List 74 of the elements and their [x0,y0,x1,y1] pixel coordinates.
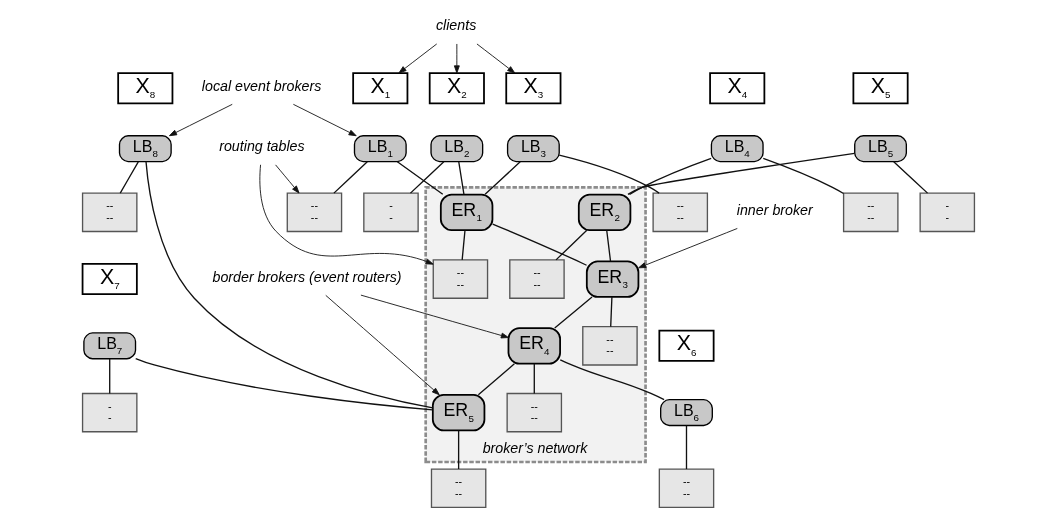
connector [409,161,444,194]
node-box: X$_{2}$ [428,72,485,105]
node-box: X$_{4}$ [708,72,765,105]
connector [396,161,443,195]
node-box: LB$_{2}$ [429,135,483,163]
node-box: -- -- [432,259,488,299]
connector [108,358,110,395]
node-box: X$_{1}$ [351,72,408,105]
node-box: -- -- [651,192,708,233]
node-box: X$_{3}$ [504,72,561,105]
connector [461,229,466,261]
node-text: clients [435,17,476,34]
connector [626,152,855,196]
node-box: ER$_{3}$ [585,260,639,298]
node-box: LB$_{5}$ [853,135,907,163]
arrow [168,103,233,137]
node-box: -- -- [508,259,565,299]
connector [483,161,521,195]
arrow [324,294,440,396]
arrow [453,43,460,74]
node-text: routing tables [218,138,305,155]
node-text: inner broker [736,201,813,218]
node-box: -- -- [658,468,714,509]
node-box: LB$_{3}$ [506,135,560,163]
node-box: - - [81,392,138,433]
arrow [476,43,515,74]
connector [685,425,687,470]
connector [762,157,844,195]
arrow [398,43,437,74]
node-box: ER$_{2}$ [577,193,631,231]
connector [554,229,587,261]
arrow [258,164,434,265]
connector [628,157,712,196]
node-box: X$_{8}$ [116,72,173,105]
connector [533,363,535,395]
node-box: X$_{5}$ [852,72,909,105]
node-box: X$_{6}$ [657,329,715,362]
connector [134,357,433,411]
connector [892,161,928,194]
node-box: -- -- [81,192,138,233]
node-box: - - [362,192,419,233]
node-box: LB$_{4}$ [710,135,764,163]
node-box: ER$_{1}$ [439,193,493,231]
connector [457,429,459,470]
node-box: -- -- [286,192,342,233]
node-box: LB$_{7}$ [82,332,136,360]
node-box: X$_{7}$ [81,263,138,296]
node-box: LB$_{8}$ [118,135,172,163]
node-box: ER$_{4}$ [507,327,561,365]
node-box: -- -- [505,392,562,433]
node-box: - - [918,192,975,233]
node-box: -- -- [842,192,899,233]
node-box: ER$_{5}$ [431,393,485,432]
node-box: -- -- [430,468,486,509]
node-text: border brokers (event routers) [212,268,402,285]
arrow [292,103,357,137]
arrow [359,294,509,339]
connector [491,223,587,266]
connector [605,229,611,262]
connector [609,296,613,328]
connector [477,363,515,396]
node-box: LB$_{1}$ [353,135,407,163]
arrow [274,164,299,194]
connector [553,296,593,329]
connector [144,160,433,409]
connector [332,161,368,194]
arrow [637,228,738,269]
node-text: local event brokers [201,77,321,94]
connector [119,161,139,194]
node-box: -- -- [581,326,638,366]
node-box: LB$_{6}$ [659,399,713,427]
connector [559,359,665,401]
connector [558,154,660,194]
connector [457,161,465,195]
